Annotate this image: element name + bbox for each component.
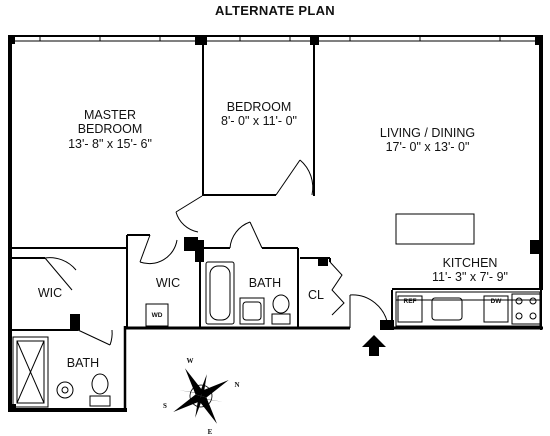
refrigerator-label: REF [403, 298, 417, 305]
closet-label: CL [308, 288, 324, 302]
bedroom-name: BEDROOM [226, 100, 292, 114]
doors [44, 159, 389, 346]
windows [39, 36, 501, 41]
bath-bottom-fixtures [12, 336, 111, 408]
compass-west-label: W [186, 357, 194, 365]
master-bedroom-dims: 13'- 8" x 15'- 6" [68, 136, 152, 151]
compass-rose-icon [173, 368, 229, 424]
compass-east-label: E [207, 428, 213, 436]
bath-center-label: BATH [248, 276, 282, 290]
dishwasher-label: DW [490, 298, 502, 305]
washer-dryer-box [145, 303, 169, 327]
exterior-walls [8, 35, 543, 412]
plan-title: ALTERNATE PLAN [215, 3, 335, 18]
master-bedroom-label: MASTER BEDROOM 13'- 8" x 15'- 6" [40, 108, 180, 151]
kitchen-name: KITCHEN [442, 256, 498, 270]
wic-left-label: WIC [37, 286, 63, 300]
bath-center-fixtures [205, 261, 291, 325]
bedroom-dims: 8'- 0" x 11'- 0" [221, 114, 297, 129]
columns [8, 36, 543, 412]
bedroom-label: BEDROOM 8'- 0" x 11'- 0" [204, 100, 314, 129]
wic-center-label: WIC [155, 276, 181, 290]
master-bedroom-name-line2: BEDROOM [77, 122, 143, 137]
bath-bottom-label: BATH [66, 356, 100, 370]
kitchen-counter [395, 213, 541, 327]
entry-arrow-icon [362, 335, 386, 356]
compass-south-label: S [163, 402, 167, 410]
master-bedroom-name-line1: MASTER [83, 108, 137, 122]
washer-dryer-label: WD [151, 312, 163, 319]
living-dining-dims: 17'- 0" x 13'- 0" [385, 140, 470, 155]
compass-north-label: N [234, 381, 240, 389]
living-dining-name: LIVING / DINING [379, 126, 476, 140]
living-dining-label: LIVING / DINING 17'- 0" x 13'- 0" [355, 126, 500, 155]
kitchen-dims: 11'- 3" x 7'- 9" [432, 270, 508, 285]
kitchen-label: KITCHEN 11'- 3" x 7'- 9" [415, 256, 525, 285]
